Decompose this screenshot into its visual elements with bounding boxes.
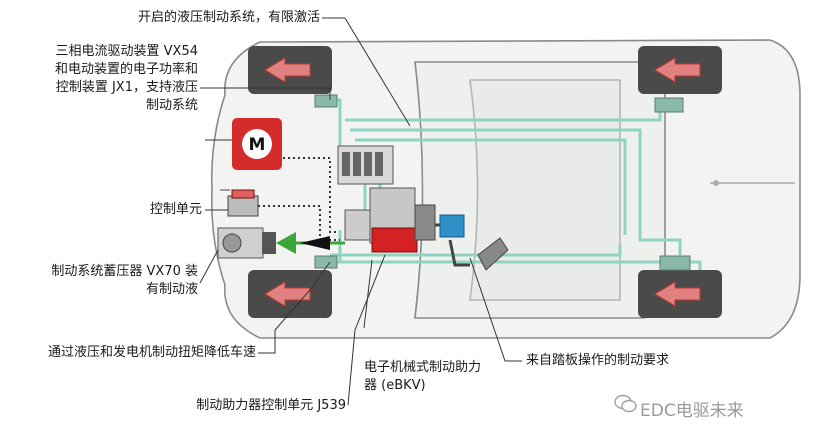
label-reduce-speed: 通过液压和发电机制动扭矩降低车速 xyxy=(47,345,256,360)
front-left-wheel xyxy=(248,46,332,94)
brake-pedal xyxy=(439,214,509,271)
label-vx54-line4: 制动系统 xyxy=(145,98,198,113)
label-ebkv-line2: 器 (eBKV) xyxy=(364,378,426,393)
label-accumulator-line2: 有制动液 xyxy=(145,282,198,297)
wechat-icon xyxy=(614,394,637,413)
label-control-unit: 控制单元 xyxy=(149,202,202,217)
label-hydraulic-brake: 开启的液压制动系统，有限激活 xyxy=(137,10,320,25)
label-vx54-line2: 和电动装置的电子功率和 xyxy=(54,62,198,77)
motor-unit: M xyxy=(232,118,282,170)
leader-lines xyxy=(199,17,522,406)
watermark: EDC电驱未来 xyxy=(640,401,744,421)
label-ebkv-line1: 电子机械式制动助力 xyxy=(364,360,482,375)
ebkv-booster xyxy=(344,187,455,253)
front-right-wheel xyxy=(248,270,332,318)
rear-right-wheel xyxy=(638,270,722,318)
rear-left-wheel xyxy=(638,46,722,94)
label-j539: 制动助力器控制单元 J539 xyxy=(196,398,346,413)
accumulator xyxy=(217,227,296,259)
label-accumulator-line1: 制动系统蓄压器 VX70 装 xyxy=(51,264,198,279)
label-pedal-request: 来自踏板操作的制动要求 xyxy=(526,353,670,368)
valve-block xyxy=(337,145,394,185)
motor-symbol: M xyxy=(249,135,266,155)
flow-arrow xyxy=(300,236,330,250)
motor-signal-line xyxy=(283,157,338,233)
control-unit-part xyxy=(227,189,259,217)
label-vx54-line3: 控制装置 JX1，支持液压 xyxy=(55,80,198,95)
label-vx54-line1: 三相电流驱动装置 VX54 xyxy=(55,44,198,59)
